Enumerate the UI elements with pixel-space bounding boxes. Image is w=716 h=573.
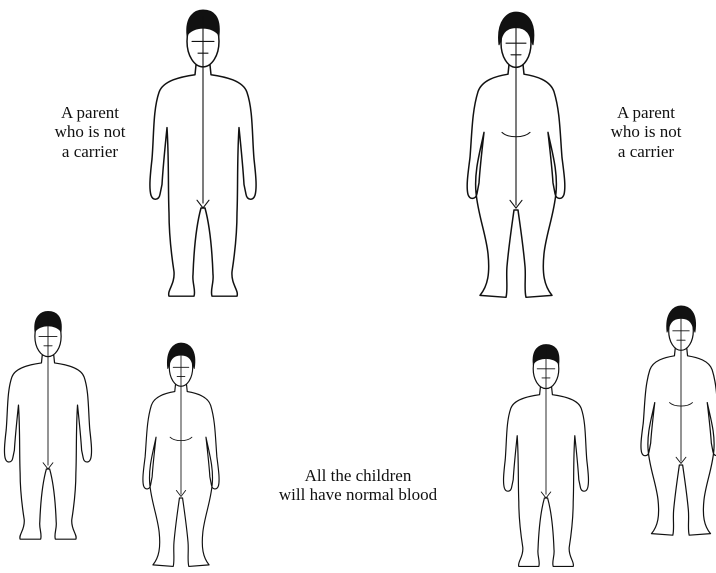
left-parent-label-line-1: A parent [20, 103, 160, 122]
children-outcome-line-2: will have normal blood [238, 485, 478, 504]
child-3-figure [504, 344, 589, 566]
child-2-figure [143, 343, 219, 566]
child-1-figure [4, 311, 91, 539]
right-parent-label-line-3: a carrier [576, 142, 716, 161]
left-parent-label-line-3: a carrier [20, 142, 160, 161]
right-parent-label-line-1: A parent [576, 103, 716, 122]
children-outcome-line-1: All the children [238, 466, 478, 485]
children-outcome-label: All the children will have normal blood [238, 466, 478, 505]
parent-right-figure [467, 12, 565, 297]
right-parent-label: A parent who is not a carrier [576, 103, 716, 161]
child-4-figure [641, 306, 716, 535]
left-parent-label-line-2: who is not [20, 122, 160, 141]
parent-left-figure [150, 10, 256, 296]
left-parent-label: A parent who is not a carrier [20, 103, 160, 161]
right-parent-label-line-2: who is not [576, 122, 716, 141]
